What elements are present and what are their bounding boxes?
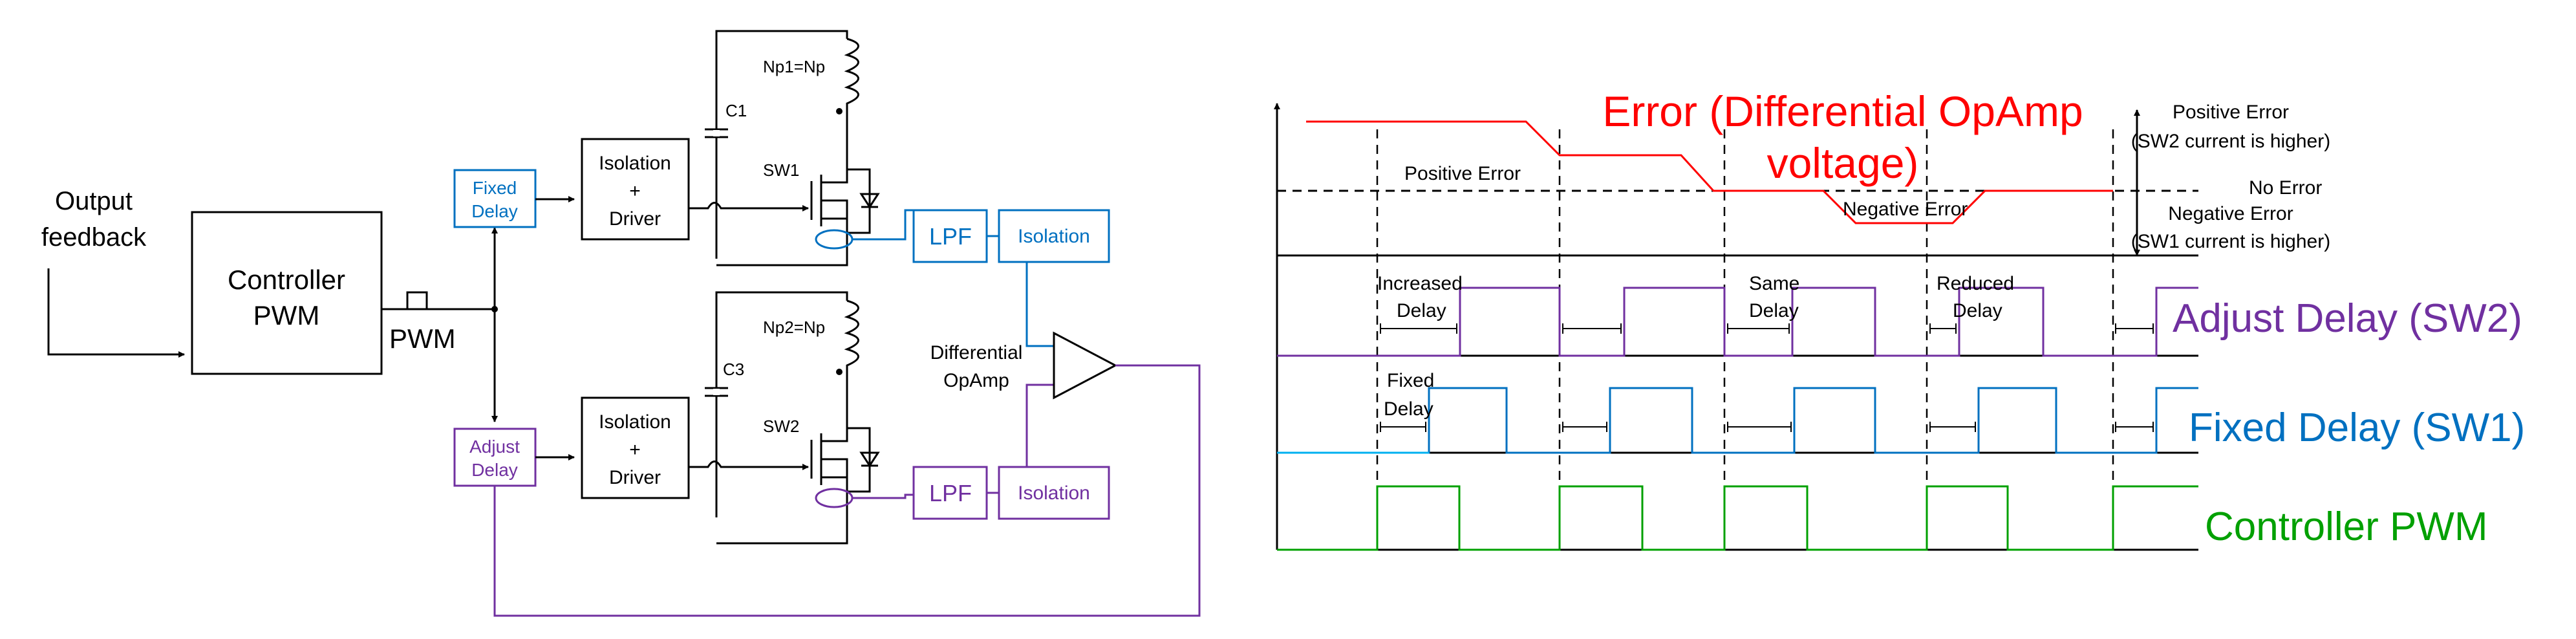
error-waveform [1306,120,2113,224]
sensor-bottom-to-lpf-wire [852,493,914,499]
fixed-delay-block-label: Fixed [473,178,517,198]
capacitor-c3-gap [713,389,720,395]
increased-delay-1: Increased [1377,273,1463,294]
error-title-2: voltage) [1767,139,1919,187]
fixed-delay-block-label-2: Delay [471,201,518,221]
iso-driver-top-label-1: Isolation [599,153,671,174]
bottom-stage-loop [715,291,848,517]
opamp-label-1: Differential [930,342,1023,363]
adjust-delay-block-label: Adjust [469,437,520,457]
output-feedback-label: Output [55,187,133,215]
isolation-top-label: Isolation [1018,226,1090,247]
controller-pwm-block [191,211,383,375]
capacitor-c1-gap [713,130,720,136]
adjust-delay-sw2-label: Adjust Delay (SW2) [2173,296,2522,341]
isolation-bottom-block [998,466,1110,520]
fixed-delay-note-2: Delay [1384,398,1433,420]
adjust-delay-block-label-2: Delay [471,460,518,480]
winding-np2-dot [836,369,843,375]
positive-error-right-2: (SW2 current is higher) [2131,131,2330,152]
iso-bottom-to-opamp-wire [1025,384,1054,467]
mosfet-sw1 [810,155,880,246]
feedback-input-wire [47,268,185,358]
no-error-label: No Error [2249,177,2322,199]
reduced-delay-1: Reduced [1937,273,2014,294]
bottom-stage-return [716,508,848,545]
negative-error-note: Negative Error [1843,199,1968,220]
iso-driver-top-label-3: Driver [609,208,661,230]
fixed-delay-waveform [1277,387,2198,454]
iso-driver-bottom-label-1: Isolation [599,411,671,433]
circuit-diagram: Output feedback Controller PWM PWM Fixed… [41,30,1201,617]
increased-delay-2: Delay [1397,300,1446,321]
driver-top-to-gate-wire [689,202,809,211]
same-delay-1: Same [1749,273,1799,294]
winding-np1 [844,38,859,155]
fixed-delay-arrows [1380,422,2154,432]
capacitor-c1 [705,128,728,138]
same-delay-2: Delay [1749,300,1799,321]
controller-pwm-waveform [1277,485,2198,551]
isolation-driver-bottom-block [581,396,690,499]
c3-label: C3 [723,360,744,379]
winding-np1-dot [836,108,843,114]
opamp-feedback-wire [493,364,1201,617]
pwm-pulse-icon [391,291,428,310]
capacitor-c3 [705,387,728,397]
iso-driver-bottom-label-3: Driver [609,467,661,488]
c1-label: C1 [725,101,747,120]
driver-bottom-to-gate-wire [689,460,809,470]
winding-np2 [844,299,859,414]
pwm-label: PWM [389,323,456,354]
positive-error-note: Positive Error [1404,163,1521,184]
mosfet-sw2 [810,414,880,508]
error-title: Error (Differential OpAmp [1602,87,2083,135]
iso-driver-bottom-label-2: + [629,439,641,460]
controller-pwm-label: Controller PWM [2205,504,2488,549]
sw2-label: SW2 [763,417,799,436]
timing-diagram: Error (Differential OpAmp voltage) Posit… [1274,87,2525,551]
opamp-label-2: OpAmp [943,370,1009,391]
np2-label: Np2=Np [763,318,825,337]
np1-label: Np1=Np [763,57,825,76]
lpf-bottom-label: LPF [929,480,972,506]
negative-error-right-2: (SW1 current is higher) [2131,231,2330,252]
top-stage-return [716,246,848,266]
isolation-driver-top-block [581,138,690,241]
negative-error-right-1: Negative Error [2168,203,2293,224]
iso-driver-top-label-2: + [629,180,641,202]
iso-top-to-opamp-wire [1025,262,1054,347]
controller-block-label: Controller [228,265,345,295]
sensor-top-to-lpf-wire [852,209,914,241]
fixed-delay-sw1-label: Fixed Delay (SW1) [2189,406,2525,450]
adjust-delay-waveform [1277,287,2198,357]
adjust-delay-arrows [1380,323,2154,334]
positive-error-right-1: Positive Error [2173,102,2289,123]
differential-opamp [1053,331,1118,400]
top-stage-loop [715,30,848,259]
fixed-delay-note-1: Fixed [1387,370,1434,391]
reduced-delay-2: Delay [1953,300,2002,321]
lpf-top-label: LPF [929,223,972,250]
isolation-top-block [998,209,1110,263]
isolation-bottom-label: Isolation [1018,482,1090,504]
sw1-label: SW1 [763,160,799,180]
output-feedback-label-2: feedback [41,223,147,252]
controller-block-label-2: PWM [253,300,320,330]
